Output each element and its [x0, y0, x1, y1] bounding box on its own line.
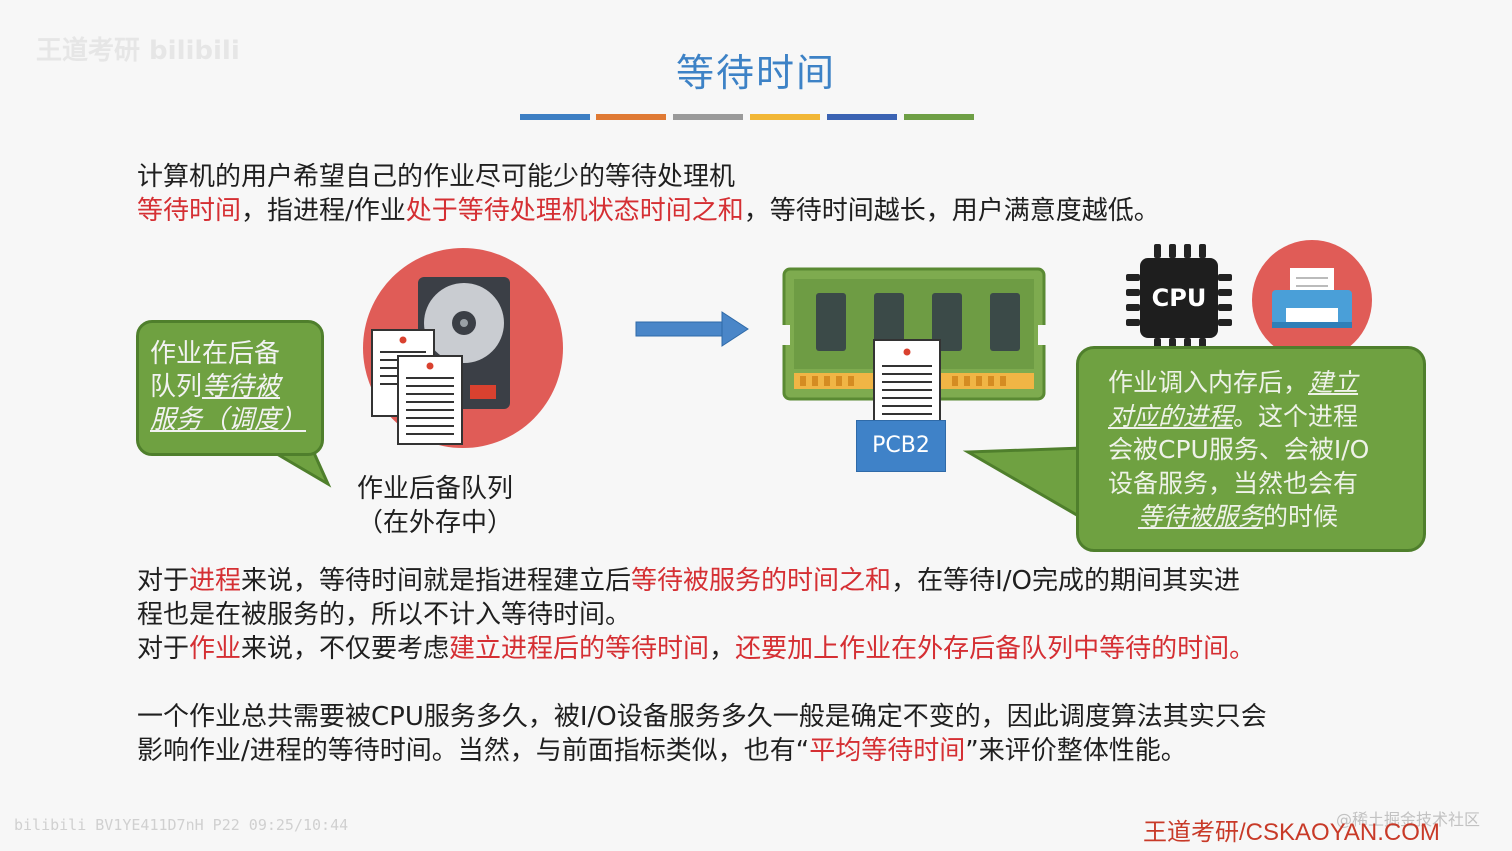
- process-highlight: 等待被服务的时间之和: [631, 566, 892, 596]
- pcb-document-icon: [873, 339, 941, 425]
- summary-line-2-b: ”来评价整体性能。: [965, 736, 1187, 766]
- process-line-1-b: 来说，等待时间就是指进程建立后: [241, 566, 632, 596]
- right-bubble-tail: [962, 446, 1084, 521]
- right-bubble-line-4: 设备服务，当然也会有: [1108, 468, 1359, 498]
- right-bubble-line-5-plain: 的时候: [1263, 502, 1339, 531]
- process-line-1-a: 对于: [137, 566, 190, 596]
- job-highlight-1: 建立进程后的等待时间: [449, 634, 710, 664]
- left-bubble-line-3: 服务（调度）: [150, 405, 307, 435]
- slide-title: 等待时间: [675, 51, 836, 95]
- colorbar-segment-4: [750, 114, 820, 120]
- process-line-2: 程也是在被服务的，所以不计入等待时间。: [137, 600, 632, 630]
- right-bubble-line-1: 作业调入内存后，建立: [1108, 366, 1408, 400]
- colorbar-segment-3: [673, 114, 743, 120]
- right-bubble-line-2-underlined: 对应的进程: [1108, 401, 1234, 431]
- printer-icon: [1252, 240, 1372, 360]
- job-line-a: 对于: [137, 634, 190, 664]
- right-bubble-line-5: 等待被服务的时候: [1108, 500, 1408, 534]
- right-bubble-line-1-plain: 作业调入内存后，: [1108, 368, 1309, 397]
- right-arrow-icon: [635, 311, 749, 347]
- summary-line-2-a: 影响作业/进程的等待时间。当然，与前面指标类似，也有“: [137, 736, 810, 766]
- intro-line-2-a: ，指进程/作业: [241, 196, 406, 226]
- intro-line-2: 等待时间，指进程/作业处于等待处理机状态时间之和，等待时间越长，用户满意度越低。: [137, 194, 1160, 228]
- footer-brand: 王道考研/CSKAOYAN.COM: [1143, 819, 1440, 846]
- intro-line-1: 计算机的用户希望自己的作业尽可能少的等待处理机: [137, 162, 736, 192]
- job-line-c: ，: [709, 634, 736, 664]
- document-stack-icon: [371, 329, 463, 445]
- intro-line-2-b: ，等待时间越长，用户满意度越低。: [743, 196, 1160, 226]
- colorbar-segment-1: [520, 114, 590, 120]
- right-bubble-line-2: 对应的进程。这个进程: [1108, 400, 1408, 434]
- colorbar-segment-6: [904, 114, 974, 120]
- right-bubble-line-5-underlined: 等待被服务: [1138, 502, 1264, 531]
- queue-caption-line-1: 作业后备队列: [356, 474, 513, 504]
- term-average-waiting-time: 平均等待时间: [809, 736, 966, 766]
- process-line-1: 对于进程来说，等待时间就是指进程建立后等待被服务的时间之和，在等待I/O完成的期…: [137, 564, 1240, 598]
- left-speech-bubble: [136, 320, 324, 456]
- job-line: 对于作业来说，不仅要考虑建立进程后的等待时间，还要加上作业在外存后备队列中等待的…: [137, 632, 1255, 666]
- left-bubble-line-2: 队列等待被: [150, 371, 306, 404]
- right-bubble-line-1-underlined: 建立: [1308, 368, 1359, 397]
- pcb2-label: PCB2: [856, 420, 946, 472]
- colorbar-segment-5: [827, 114, 897, 120]
- job-line-b: 来说，不仅要考虑: [241, 634, 450, 664]
- left-bubble-text: 作业在后备 队列等待被 服务（调度）: [150, 338, 306, 437]
- community-watermark: @稀土掘金技术社区: [1336, 810, 1481, 829]
- right-bubble-line-3: 会被CPU服务、会被I/O: [1108, 435, 1370, 464]
- term-job: 作业: [189, 634, 242, 664]
- term-waiting-time: 等待时间: [137, 196, 242, 226]
- term-process: 进程: [189, 566, 242, 596]
- colorbar-segment-2: [596, 114, 666, 120]
- right-speech-bubble: [1076, 346, 1426, 552]
- video-watermark: bilibili BV1YE411D7nH P22 09:25/10:44: [14, 816, 349, 834]
- intro-highlight: 处于等待处理机状态时间之和: [405, 196, 744, 226]
- watermark-top-left: 王道考研 bilibili: [36, 36, 240, 66]
- summary-line-2: 影响作业/进程的等待时间。当然，与前面指标类似，也有“平均等待时间”来评价整体性…: [137, 734, 1187, 768]
- right-bubble-line-2-plain: 。这个进程: [1233, 401, 1359, 431]
- job-highlight-2: 还要加上作业在外存后备队列中等待的时间。: [735, 634, 1256, 664]
- process-line-1-c: ，在等待I/O完成的期间其实进: [891, 566, 1240, 596]
- left-bubble-line-2-plain: 队列: [150, 372, 203, 402]
- queue-caption-line-2: （在外存中）: [356, 508, 513, 538]
- summary-line-1: 一个作业总共需要被CPU服务多久，被I/O设备服务多久一般是确定不变的，因此调度…: [137, 702, 1267, 732]
- left-bubble-line-2-underlined: 等待被: [202, 372, 281, 402]
- left-bubble-line-1: 作业在后备: [150, 339, 281, 369]
- right-bubble-text: 作业调入内存后，建立 对应的进程。这个进程 会被CPU服务、会被I/O 设备服务…: [1108, 366, 1408, 534]
- cpu-label: CPU: [1151, 284, 1207, 312]
